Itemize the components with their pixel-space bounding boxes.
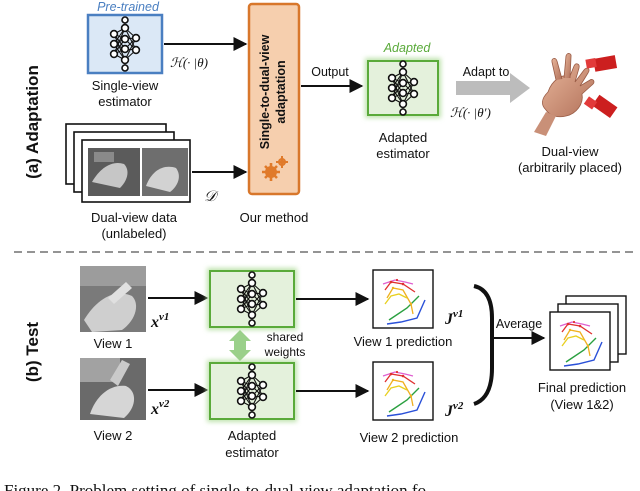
gears-icon (262, 156, 288, 181)
j-v2-symbol: Jv2 (444, 400, 464, 420)
method-box-line1: Single-to-dual-view (258, 34, 272, 149)
view1-label: View 1 (94, 336, 133, 351)
shared-label-line1: shared (267, 330, 304, 344)
dual-view-data-stack (65, 123, 191, 203)
view2-prediction-label: View 2 prediction (360, 430, 459, 445)
view2-label: View 2 (94, 428, 133, 443)
single-view-label-line1: Single-view (92, 78, 159, 93)
view2-prediction-plot (372, 361, 434, 421)
x-v2-sup: v2 (159, 398, 170, 410)
h-theta-label: ℋ(· |θ) (170, 55, 208, 70)
average-label: Average (496, 317, 542, 331)
j-v2-sup: v2 (453, 400, 464, 412)
adapted-label-b-line2: estimator (225, 445, 279, 460)
dual-data-label-line2: (unlabeled) (101, 226, 166, 241)
camera-bottom-icon (583, 94, 618, 119)
view1-prediction-plot (372, 269, 434, 329)
view2-image (80, 358, 146, 420)
dual-view-label-line1: Dual-view (541, 144, 599, 159)
x-v1-base: x (150, 314, 159, 331)
shared-label-line2: weights (264, 345, 306, 359)
final-prediction-line1: Final prediction (538, 380, 626, 395)
dual-data-label-line1: Dual-view data (91, 210, 178, 225)
dual-view-label-line2: (arbitrarily placed) (518, 160, 622, 175)
x-v1-symbol: xv1 (150, 311, 169, 331)
output-label: Output (311, 65, 349, 79)
x-v2-base: x (150, 401, 159, 418)
section-b-label: (b) Test (23, 322, 42, 382)
j-v1-sup: v1 (453, 308, 463, 320)
view1-image (80, 266, 146, 332)
pretrained-tag: Pre-trained (97, 0, 160, 14)
adapted-tag: Adapted (383, 41, 432, 55)
adapted-label-b-line1: Adapted (228, 428, 276, 443)
shared-weights-arrow (229, 330, 251, 361)
h-theta-prime-label: ℋ(· |θ′) (450, 105, 491, 120)
j-v2-base: J (444, 403, 454, 420)
dataset-symbol: 𝒟 (204, 189, 219, 205)
adapt-to-arrow (456, 73, 530, 103)
adapted-label-a-line2: estimator (376, 146, 430, 161)
hand-illustration (534, 53, 595, 136)
view1-prediction-label: View 1 prediction (354, 334, 453, 349)
j-v1-symbol: Jv1 (444, 308, 463, 328)
average-bracket (473, 284, 494, 406)
x-v1-sup: v1 (159, 311, 169, 323)
camera-top-icon (585, 55, 618, 72)
adapt-to-label: Adapt to (463, 65, 510, 79)
adapted-label-a-line1: Adapted (379, 130, 427, 145)
single-view-label-line2: estimator (98, 94, 152, 109)
x-v2-symbol: xv2 (150, 398, 170, 418)
our-method-label: Our method (240, 210, 309, 225)
adaptation-method-box (247, 2, 301, 196)
figure-caption: Figure 2. Problem setting of single-to-d… (4, 481, 426, 491)
final-prediction-line2: (View 1&2) (550, 397, 613, 412)
method-box-line2: adaptation (274, 60, 288, 123)
section-a-label: (a) Adaptation (23, 65, 42, 179)
j-v1-base: J (444, 311, 454, 328)
final-prediction-stack (549, 295, 627, 371)
